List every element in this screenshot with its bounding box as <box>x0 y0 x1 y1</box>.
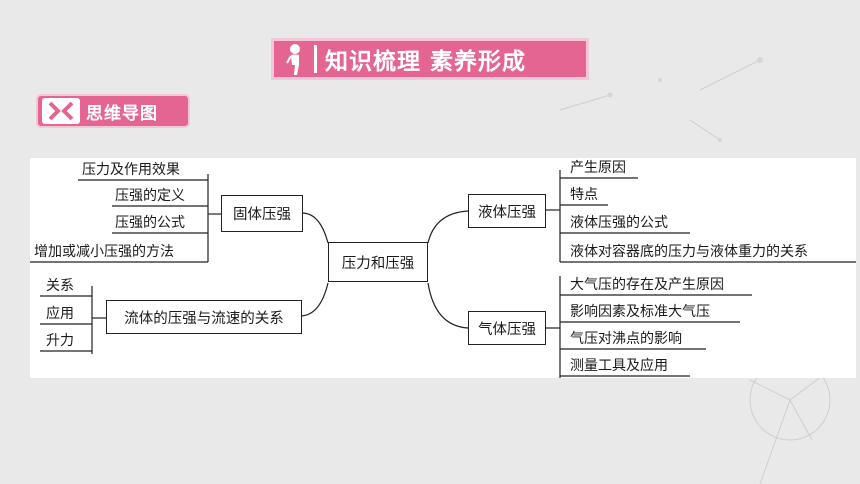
gas-item-measurement: 测量工具及应用 <box>570 358 668 374</box>
gas-item-boiling-point: 气压对沸点的影响 <box>570 331 682 347</box>
solid-item-formula: 压强的公式 <box>115 215 185 231</box>
solid-item-force-effect: 压力及作用效果 <box>82 162 180 178</box>
node-fluid-pressure: 流体的压强与流速的关系 <box>106 300 302 334</box>
mind-map-panel: 压力及作用效果 压强的定义 压强的公式 增加或减小压强的方法 固体压强 关系 应… <box>30 158 856 378</box>
title-divider <box>314 45 317 73</box>
fluid-item-application: 应用 <box>46 306 74 322</box>
node-gas-pressure: 气体压强 <box>468 311 546 345</box>
section-label: 思维导图 <box>86 103 158 124</box>
mind-map-connectors <box>30 170 856 378</box>
gas-item-existence: 大气压的存在及产生原因 <box>570 277 724 293</box>
solid-item-definition: 压强的定义 <box>115 188 185 204</box>
node-liquid-pressure: 液体压强 <box>468 194 546 228</box>
liquid-item-relation: 液体对容器底的压力与液体重力的关系 <box>570 244 808 260</box>
mind-map-icon <box>42 98 80 124</box>
fluid-item-lift: 升力 <box>46 333 74 349</box>
solid-item-methods: 增加或减小压强的方法 <box>34 244 174 260</box>
liquid-item-features: 特点 <box>570 187 598 203</box>
liquid-item-formula: 液体压强的公式 <box>570 215 668 231</box>
thinker-figure-icon <box>286 44 300 75</box>
gas-item-factors: 影响因素及标准大气压 <box>570 304 710 320</box>
node-center-topic: 压力和压强 <box>328 242 428 282</box>
section-title-banner: 知识梳理 素养形成 <box>271 38 589 80</box>
page-title: 知识梳理 素养形成 <box>325 49 527 75</box>
fluid-item-relation: 关系 <box>46 278 74 294</box>
mind-map-badge: 思维导图 <box>36 94 190 128</box>
node-solid-pressure: 固体压强 <box>221 195 303 232</box>
liquid-item-cause: 产生原因 <box>570 160 626 176</box>
